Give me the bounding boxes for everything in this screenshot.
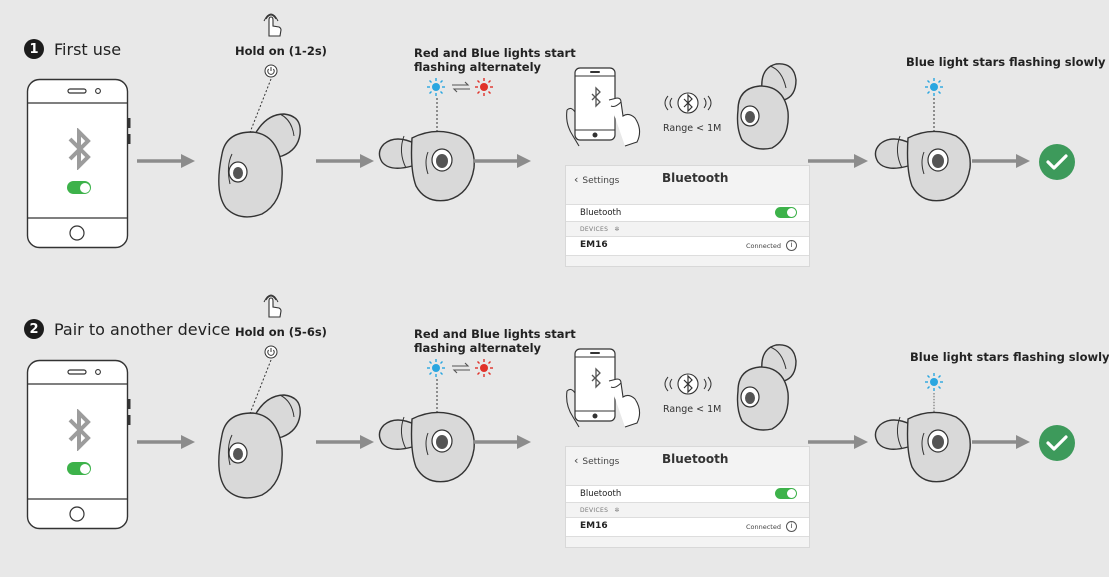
bluetooth-toggle[interactable] — [775, 488, 797, 499]
bluetooth-row-label: Bluetooth — [580, 208, 622, 218]
step-heading: 1 First use — [24, 39, 121, 59]
devices-section-label: DEVICES ✲ — [580, 507, 620, 514]
lights-caption-line1: Red and Blue lights start — [414, 46, 576, 60]
settings-back-button[interactable]: ‹Settings — [574, 454, 619, 467]
right-arrow-icon — [808, 435, 868, 449]
settings-header: ‹Settings Bluetooth — [566, 166, 809, 192]
step-heading: 2 Pair to another device — [24, 319, 230, 339]
earbud-illustration — [218, 394, 301, 499]
settings-header: ‹Settings Bluetooth — [566, 447, 809, 473]
earbud-illustration — [218, 113, 301, 218]
device-row[interactable]: EM16 Connected i — [566, 236, 809, 256]
blue-light-icon — [427, 78, 445, 96]
right-arrow-icon — [972, 154, 1030, 168]
bluetooth-row-label: Bluetooth — [580, 489, 622, 499]
right-arrow-icon — [316, 154, 374, 168]
right-arrow-icon — [473, 435, 531, 449]
range-label: Range < 1M — [663, 404, 722, 415]
step-row-1: 1 First use — [0, 0, 1109, 288]
back-label: Settings — [582, 457, 620, 467]
blue-light-icon — [925, 373, 943, 391]
right-arrow-icon — [316, 435, 374, 449]
loading-spinner-icon: ✲ — [614, 226, 620, 233]
right-arrow-icon — [808, 154, 868, 168]
pointing-hand-icon — [263, 294, 282, 318]
chevron-left-icon: ‹ — [574, 173, 579, 186]
phone-bluetooth-toggle[interactable] — [67, 462, 91, 475]
info-icon[interactable]: i — [786, 521, 797, 532]
info-icon[interactable]: i — [786, 240, 797, 251]
check-icon — [1039, 144, 1075, 180]
step-title: First use — [54, 39, 122, 59]
devices-section-label: DEVICES ✲ — [580, 226, 620, 233]
blue-light-icon — [427, 359, 445, 377]
earbud-illustration — [874, 411, 971, 483]
phone-bluetooth-toggle[interactable] — [67, 181, 91, 194]
hand-phone-illustration — [566, 67, 641, 147]
power-icon — [264, 64, 278, 78]
step-number: 1 — [24, 39, 44, 59]
device-status: Connected — [745, 523, 781, 531]
dotted-pointer — [933, 98, 935, 150]
devices-label-text: DEVICES — [580, 226, 609, 233]
settings-back-button[interactable]: ‹Settings — [574, 173, 619, 186]
right-arrow-icon — [137, 435, 195, 449]
device-name: EM16 — [580, 240, 608, 250]
check-mark-icon — [1046, 435, 1068, 451]
pointing-hand-icon — [263, 13, 282, 37]
bluetooth-icon — [68, 409, 91, 451]
right-arrow-icon — [137, 154, 195, 168]
devices-label-text: DEVICES — [580, 507, 609, 514]
right-arrow-icon — [972, 435, 1030, 449]
bluetooth-range-icon — [664, 373, 712, 395]
hold-duration-label: Hold on (5-6s) — [235, 325, 327, 339]
lights-caption: Red and Blue lights start flashing alter… — [414, 327, 576, 355]
bluetooth-range-icon — [664, 92, 712, 114]
right-arrow-icon — [473, 154, 531, 168]
blue-light-icon — [925, 78, 943, 96]
lights-caption-line2: flashing alternately — [414, 341, 542, 355]
power-icon — [264, 345, 278, 359]
bluetooth-row: Bluetooth — [566, 485, 809, 503]
swap-arrows-icon — [452, 362, 470, 374]
lights-caption: Red and Blue lights start flashing alter… — [414, 46, 576, 74]
step-number: 2 — [24, 319, 44, 339]
earbud-illustration — [736, 63, 797, 150]
step-row-2: 2 Pair to another device — [0, 281, 1109, 569]
hand-phone-illustration — [566, 348, 641, 428]
device-status: Connected — [745, 242, 781, 250]
bluetooth-icon — [68, 128, 91, 170]
earbud-illustration — [378, 411, 475, 483]
final-light-caption: Blue light stars flashing slowly — [906, 55, 1106, 69]
device-name: EM16 — [580, 521, 608, 531]
red-light-icon — [475, 78, 493, 96]
back-label: Settings — [582, 176, 620, 186]
bluetooth-settings-panel: ‹Settings Bluetooth Bluetooth DEVICES ✲ … — [565, 446, 810, 548]
range-label: Range < 1M — [663, 123, 722, 134]
earbud-illustration — [736, 344, 797, 431]
step-title: Pair to another device — [54, 319, 231, 339]
lights-caption-line1: Red and Blue lights start — [414, 327, 576, 341]
settings-title: Bluetooth — [662, 452, 729, 466]
check-mark-icon — [1046, 154, 1068, 170]
final-light-caption: Blue light stars flashing slowly — [910, 350, 1109, 364]
check-icon — [1039, 425, 1075, 461]
loading-spinner-icon: ✲ — [614, 507, 620, 514]
device-row[interactable]: EM16 Connected i — [566, 517, 809, 537]
hold-duration-label: Hold on (1-2s) — [235, 44, 327, 58]
bluetooth-settings-panel: ‹Settings Bluetooth Bluetooth DEVICES ✲ … — [565, 165, 810, 267]
chevron-left-icon: ‹ — [574, 454, 579, 467]
bluetooth-toggle[interactable] — [775, 207, 797, 218]
earbud-illustration — [378, 130, 475, 202]
lights-caption-line2: flashing alternately — [414, 60, 542, 74]
bluetooth-row: Bluetooth — [566, 204, 809, 222]
earbud-illustration — [874, 130, 971, 202]
swap-arrows-icon — [452, 81, 470, 93]
red-light-icon — [475, 359, 493, 377]
settings-title: Bluetooth — [662, 171, 729, 185]
